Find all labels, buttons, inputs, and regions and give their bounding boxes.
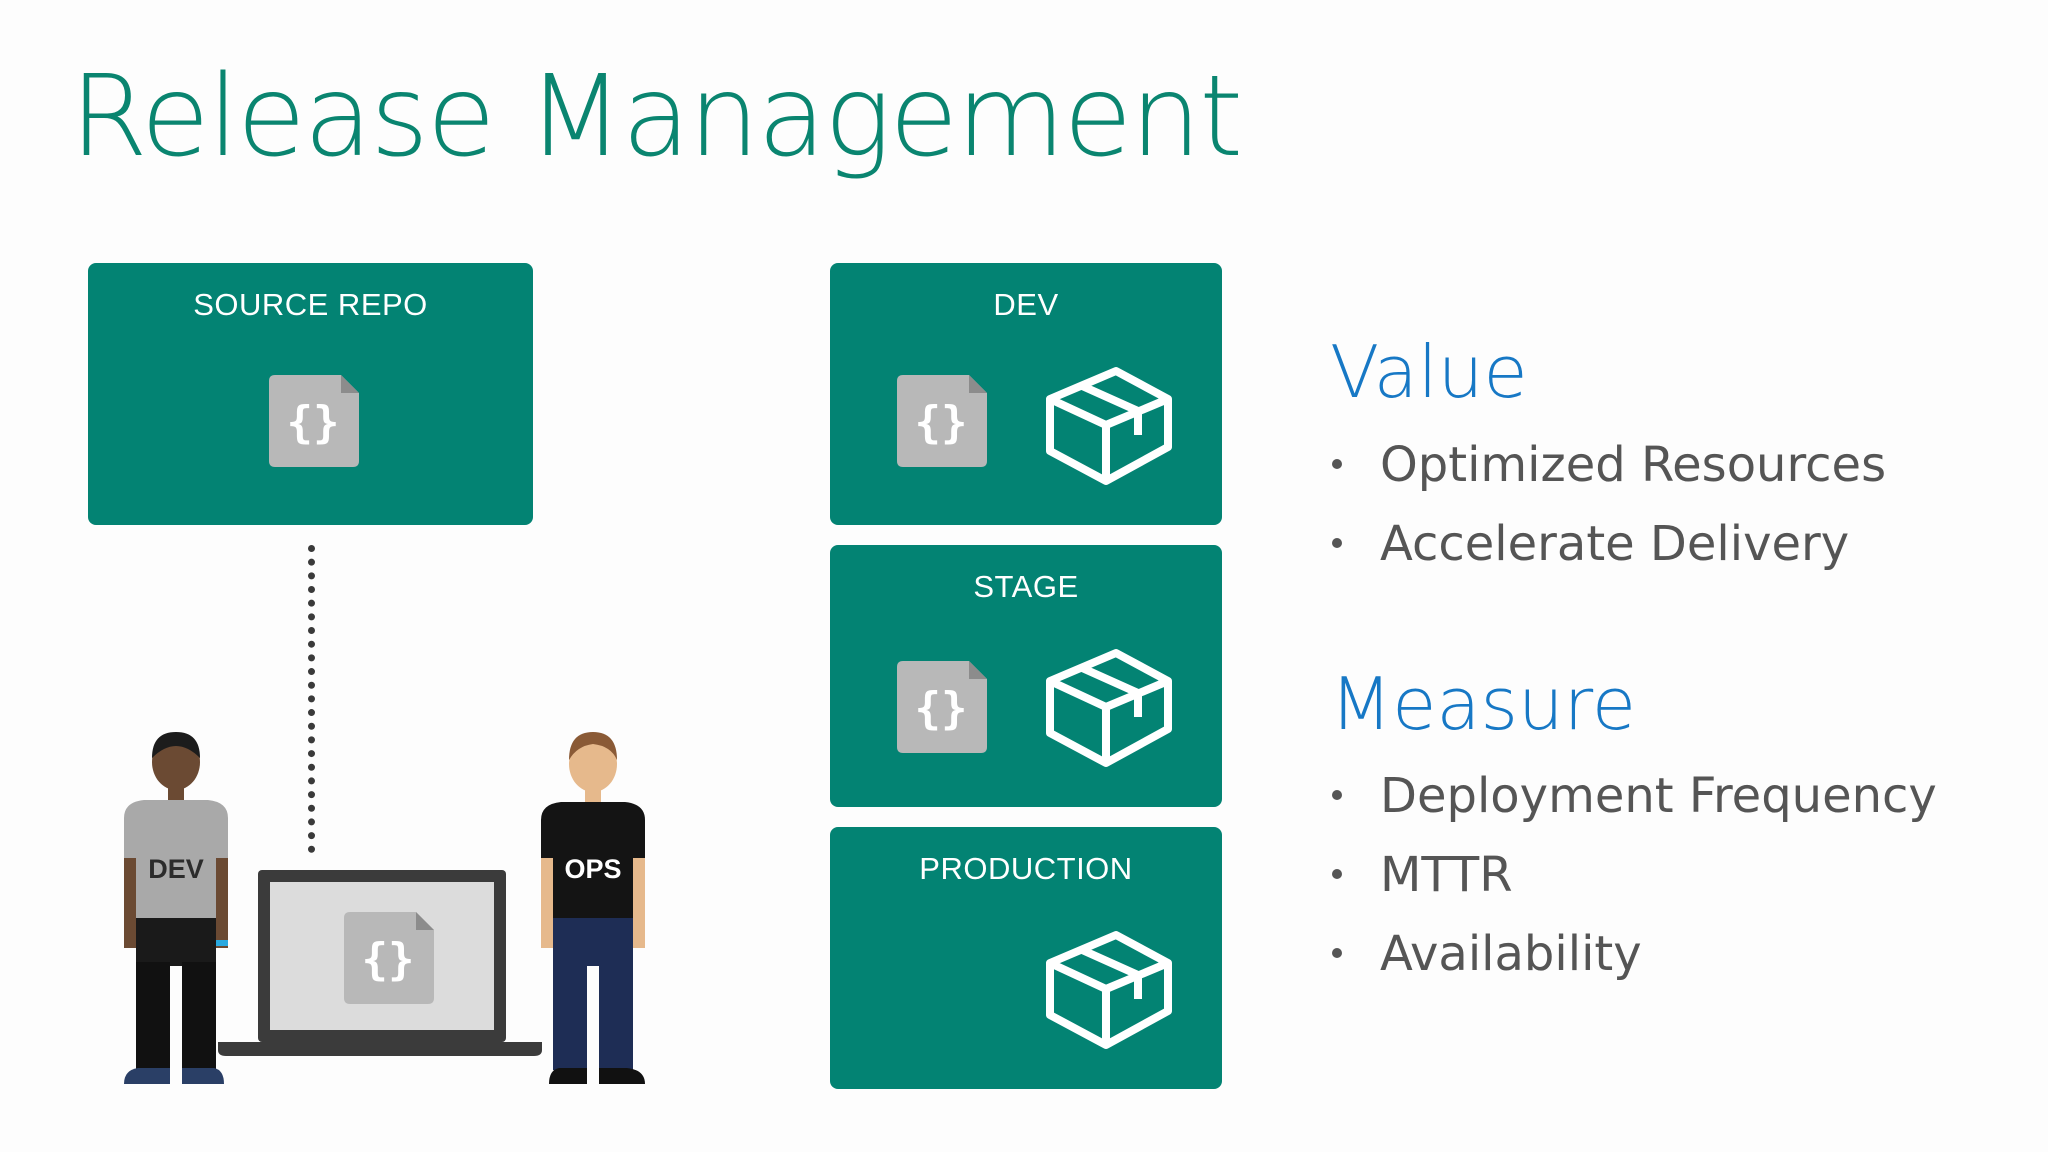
laptop-illustration: {} bbox=[218, 870, 542, 1056]
slide-title: Release Management bbox=[70, 52, 1243, 182]
package-box-icon bbox=[1046, 931, 1172, 1049]
bullet-dot-icon bbox=[1332, 869, 1342, 879]
bullet-dot-icon bbox=[1332, 948, 1342, 958]
bullet-dot-icon bbox=[1332, 538, 1342, 548]
curly-braces-file-icon: {} bbox=[344, 912, 434, 1004]
env-box-dev: DEV {} bbox=[830, 263, 1222, 525]
source-repo-label: SOURCE REPO bbox=[193, 287, 428, 322]
env-label-stage: STAGE bbox=[973, 569, 1079, 604]
ops-shirt-label: OPS bbox=[564, 854, 621, 884]
curly-braces-file-icon: {} bbox=[269, 375, 359, 467]
value-heading: Value bbox=[1330, 330, 1528, 414]
bullet-dot-icon bbox=[1332, 459, 1342, 469]
measure-item: Deployment Frequency bbox=[1330, 768, 1937, 824]
curly-braces-file-icon: {} bbox=[897, 375, 987, 467]
value-item: Accelerate Delivery bbox=[1330, 516, 1849, 572]
dotted-connector bbox=[308, 545, 315, 853]
measure-item: Availability bbox=[1330, 926, 1642, 982]
svg-text:{}: {} bbox=[915, 683, 968, 734]
curly-braces-file-icon: {} bbox=[897, 661, 987, 753]
value-item: Optimized Resources bbox=[1330, 437, 1886, 493]
env-label-dev: DEV bbox=[993, 287, 1059, 322]
measure-heading: Measure bbox=[1330, 662, 1636, 746]
dev-shirt-label: DEV bbox=[148, 854, 204, 884]
svg-text:{}: {} bbox=[362, 934, 415, 985]
env-box-stage: STAGE {} bbox=[830, 545, 1222, 807]
package-box-icon bbox=[1046, 649, 1172, 767]
env-box-production: PRODUCTION bbox=[830, 827, 1222, 1089]
package-box-icon bbox=[1046, 367, 1172, 485]
svg-text:{}: {} bbox=[287, 397, 340, 448]
env-label-production: PRODUCTION bbox=[919, 851, 1133, 886]
bullet-dot-icon bbox=[1332, 790, 1342, 800]
svg-text:{}: {} bbox=[915, 397, 968, 448]
source-repo-box: SOURCE REPO {} bbox=[88, 263, 533, 525]
dev-person-illustration: DEV bbox=[124, 732, 228, 1084]
ops-person-illustration: OPS bbox=[541, 732, 645, 1084]
measure-item: MTTR bbox=[1330, 847, 1513, 903]
